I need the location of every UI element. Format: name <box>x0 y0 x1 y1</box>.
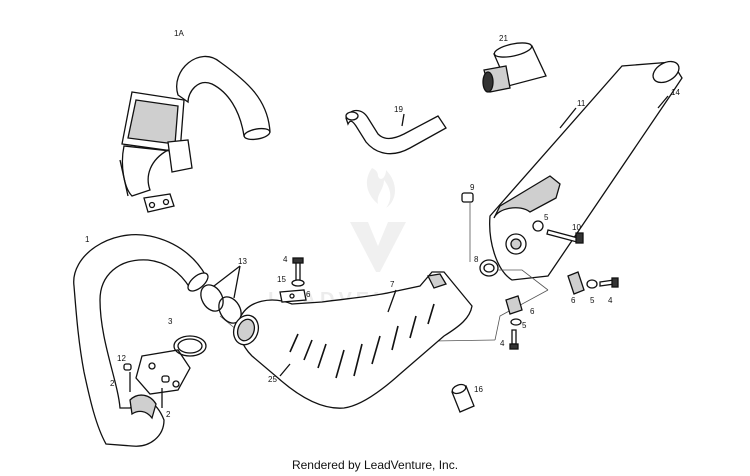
part-6-5-4-right-hardware <box>505 295 523 350</box>
callout-21: 21 <box>499 34 508 43</box>
part-21-silencer-sleeve <box>482 42 547 93</box>
part-10-bolt <box>532 220 584 244</box>
part-3-gasket <box>173 335 207 357</box>
part-12-washers-part-2-studs <box>123 363 170 408</box>
callout-5-upper: 5 <box>544 213 549 222</box>
callout-3: 3 <box>168 317 173 326</box>
callout-4-far: 4 <box>608 296 613 305</box>
callout-5-right: 5 <box>522 321 527 330</box>
callout-13: 13 <box>238 257 247 266</box>
part-8-ring <box>479 259 499 277</box>
callout-8: 8 <box>474 255 479 264</box>
callout-2-left: 2 <box>110 379 115 388</box>
part-6-5-4-silencer-hardware <box>567 271 619 295</box>
callout-4-top: 4 <box>283 255 288 264</box>
callout-1a: 1A <box>174 29 184 38</box>
callout-14: 14 <box>671 88 680 97</box>
callout-6-far: 6 <box>571 296 576 305</box>
callout-25: 25 <box>268 375 277 384</box>
part-1a-header-pipe <box>119 55 271 213</box>
callout-6-top: 6 <box>306 290 311 299</box>
callout-11: 11 <box>577 99 586 108</box>
callout-9: 9 <box>470 183 475 192</box>
callout-6-right: 6 <box>530 307 535 316</box>
callout-10: 10 <box>572 223 581 232</box>
callout-7: 7 <box>390 280 395 289</box>
part-19-hose <box>345 109 447 155</box>
part-4-15-6-bracket-hardware <box>279 257 307 303</box>
part-11-silencer <box>489 60 683 281</box>
callout-5-far: 5 <box>590 296 595 305</box>
part-16-sleeve <box>451 383 475 413</box>
render-credit: Rendered by LeadVenture, Inc. <box>291 458 459 472</box>
part-7-expansion-chamber <box>232 271 473 409</box>
callout-1: 1 <box>85 235 90 244</box>
callout-12: 12 <box>117 354 126 363</box>
callout-19: 19 <box>394 105 403 114</box>
callout-4-right: 4 <box>500 339 505 348</box>
callout-15: 15 <box>277 275 286 284</box>
part-1-exhaust-pipe <box>73 234 209 447</box>
part-9-nut <box>461 192 474 203</box>
callout-16: 16 <box>474 385 483 394</box>
callout-2-right: 2 <box>166 410 171 419</box>
